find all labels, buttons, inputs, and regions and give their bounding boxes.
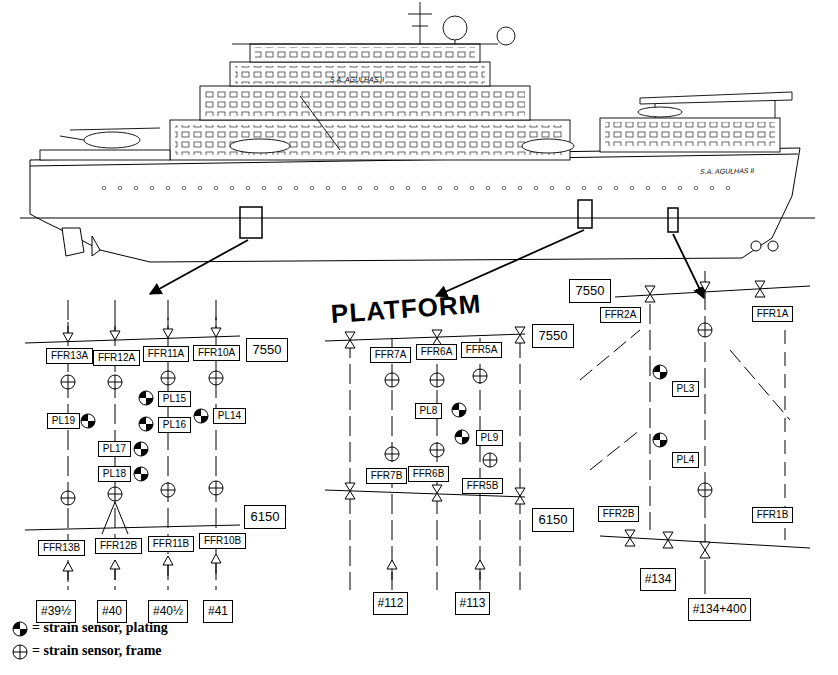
ship-name: S.A. AGULHAS II bbox=[330, 76, 384, 84]
frame-number: #41 bbox=[203, 600, 233, 623]
deck-name: PLATFORM bbox=[330, 290, 482, 329]
tag-text: PL18 bbox=[102, 468, 127, 480]
tag-text: FFR13A bbox=[50, 350, 89, 362]
height-marker: 6150 bbox=[532, 508, 574, 532]
frame-number: #134+400 bbox=[688, 598, 751, 621]
tag-text: PL3 bbox=[676, 383, 695, 395]
frame-sensor-tag: FFR7A bbox=[370, 347, 411, 363]
tag-text: FFR10B bbox=[203, 535, 242, 547]
plate-sensor-tag: PL19 bbox=[47, 413, 80, 429]
tag-text: 7550 bbox=[538, 328, 568, 344]
ship-hull bbox=[20, 148, 815, 262]
tag-text: PL4 bbox=[676, 454, 695, 466]
tag-text: PL19 bbox=[51, 415, 76, 427]
frame-sensor-tag: FFR5A bbox=[461, 342, 502, 358]
frame-sensor-tag: FFR13A bbox=[46, 348, 93, 364]
tag-text: #41 bbox=[207, 604, 229, 618]
sensor-symbols bbox=[625, 271, 765, 558]
frame-number: #134 bbox=[640, 568, 676, 591]
tag-text: 6150 bbox=[250, 509, 280, 525]
frame-sensor-tag: FFR5B bbox=[462, 478, 503, 494]
tag-text: PL14 bbox=[217, 410, 242, 422]
structure-lines bbox=[325, 334, 525, 590]
tag-text: FFR13B bbox=[42, 542, 81, 554]
tag-text: 7550 bbox=[252, 342, 282, 358]
frame-sensor-tag: FFR2B bbox=[598, 506, 639, 522]
tag-text: FFR1A bbox=[756, 308, 789, 320]
tag-text: FFR1B bbox=[756, 509, 789, 521]
tag-text: #40½ bbox=[152, 604, 184, 618]
tag-text: PL15 bbox=[162, 393, 187, 405]
tag-text: FFR12B bbox=[99, 540, 138, 552]
height-marker: 6150 bbox=[244, 505, 286, 529]
plate-sensor-tag: PL4 bbox=[672, 452, 699, 468]
tag-text: PL17 bbox=[102, 443, 127, 455]
tag-text: FFR5B bbox=[466, 480, 499, 492]
tag-text: PL16 bbox=[162, 419, 187, 431]
plate-sensor-tag: PL16 bbox=[158, 417, 191, 433]
frame-sensor-tag: FFR12A bbox=[93, 350, 140, 366]
tag-text: #39½ bbox=[40, 604, 72, 618]
tag-text: 6150 bbox=[538, 512, 568, 528]
tag-text: FFR6B bbox=[412, 468, 445, 480]
tag-text: FFR2B bbox=[602, 508, 635, 520]
tag-text: FFR6A bbox=[420, 346, 453, 358]
ship-superstructure bbox=[170, 2, 574, 160]
legend-symbol bbox=[13, 622, 27, 659]
frame-sensor-tag: FFR10A bbox=[193, 345, 240, 361]
plate-sensor-tag: PL9 bbox=[476, 430, 503, 446]
ship-deck-equipment bbox=[40, 92, 792, 160]
tag-text: #134+400 bbox=[692, 602, 747, 616]
tag-text: FFR7A bbox=[374, 349, 407, 361]
tag-text: FFR12A bbox=[97, 352, 136, 364]
frame-sensor-tag: FFR2A bbox=[600, 307, 641, 323]
tag-text: #40 bbox=[101, 604, 123, 618]
tag-text: FFR7B bbox=[370, 470, 403, 482]
plate-sensor-tag: PL17 bbox=[98, 441, 131, 457]
tag-text: FFR2A bbox=[604, 309, 637, 321]
plate-sensor-tag: PL18 bbox=[98, 466, 131, 482]
frame-sensor-tag: FFR12B bbox=[95, 538, 142, 554]
legend-text: = strain sensor, plating bbox=[32, 620, 168, 637]
frame-sensor-tag: FFR7B bbox=[366, 468, 407, 484]
tag-text: FFR11A bbox=[147, 348, 185, 360]
frame-number: #39½ bbox=[36, 600, 76, 623]
frame-number: #40 bbox=[97, 600, 127, 623]
frame-sensor-tag: FFR11B bbox=[148, 536, 194, 552]
plate-sensor-tag: PL3 bbox=[672, 381, 699, 397]
frame-sensor-tag: FFR11A bbox=[143, 346, 189, 362]
measurement-location bbox=[240, 200, 678, 238]
tag-text: PL9 bbox=[480, 432, 499, 444]
frame-sensor-tag: FFR13B bbox=[38, 540, 85, 556]
frame-number: #112 bbox=[373, 592, 408, 615]
height-marker: 7550 bbox=[569, 279, 611, 303]
height-marker: 7550 bbox=[246, 338, 288, 362]
structure-lines bbox=[580, 286, 810, 594]
tag-text: #112 bbox=[377, 596, 404, 610]
tag-text: FFR5A bbox=[465, 344, 498, 356]
frame-sensor-tag: FFR6A bbox=[416, 344, 457, 360]
frame-sensor-tag: FFR6B bbox=[408, 466, 449, 482]
tag-text: FFR10A bbox=[197, 347, 236, 359]
frame-sensor-tag: FFR1B bbox=[752, 507, 793, 523]
legend-text: = strain sensor, frame bbox=[32, 643, 162, 660]
frame-sensor-tag: FFR1A bbox=[752, 306, 793, 322]
detail-arrow bbox=[150, 230, 704, 298]
sensor-symbols bbox=[345, 327, 525, 580]
ship-name: S.A. AGULHAS II bbox=[700, 167, 754, 176]
tag-text: 7550 bbox=[575, 283, 605, 299]
frame-number: #113 bbox=[455, 592, 490, 615]
height-marker: 7550 bbox=[532, 324, 574, 348]
frame-sensor-tag: FFR10B bbox=[199, 533, 246, 549]
tag-text: FFR11B bbox=[152, 538, 190, 550]
plate-sensor-tag: PL14 bbox=[213, 408, 246, 424]
plate-sensor-tag: PL15 bbox=[158, 391, 191, 407]
tag-text: #134 bbox=[644, 572, 672, 586]
tag-text: #113 bbox=[459, 596, 486, 610]
plate-sensor-tag: PL8 bbox=[415, 403, 442, 419]
tag-text: PL8 bbox=[419, 405, 438, 417]
frame-number: #40½ bbox=[148, 600, 188, 623]
